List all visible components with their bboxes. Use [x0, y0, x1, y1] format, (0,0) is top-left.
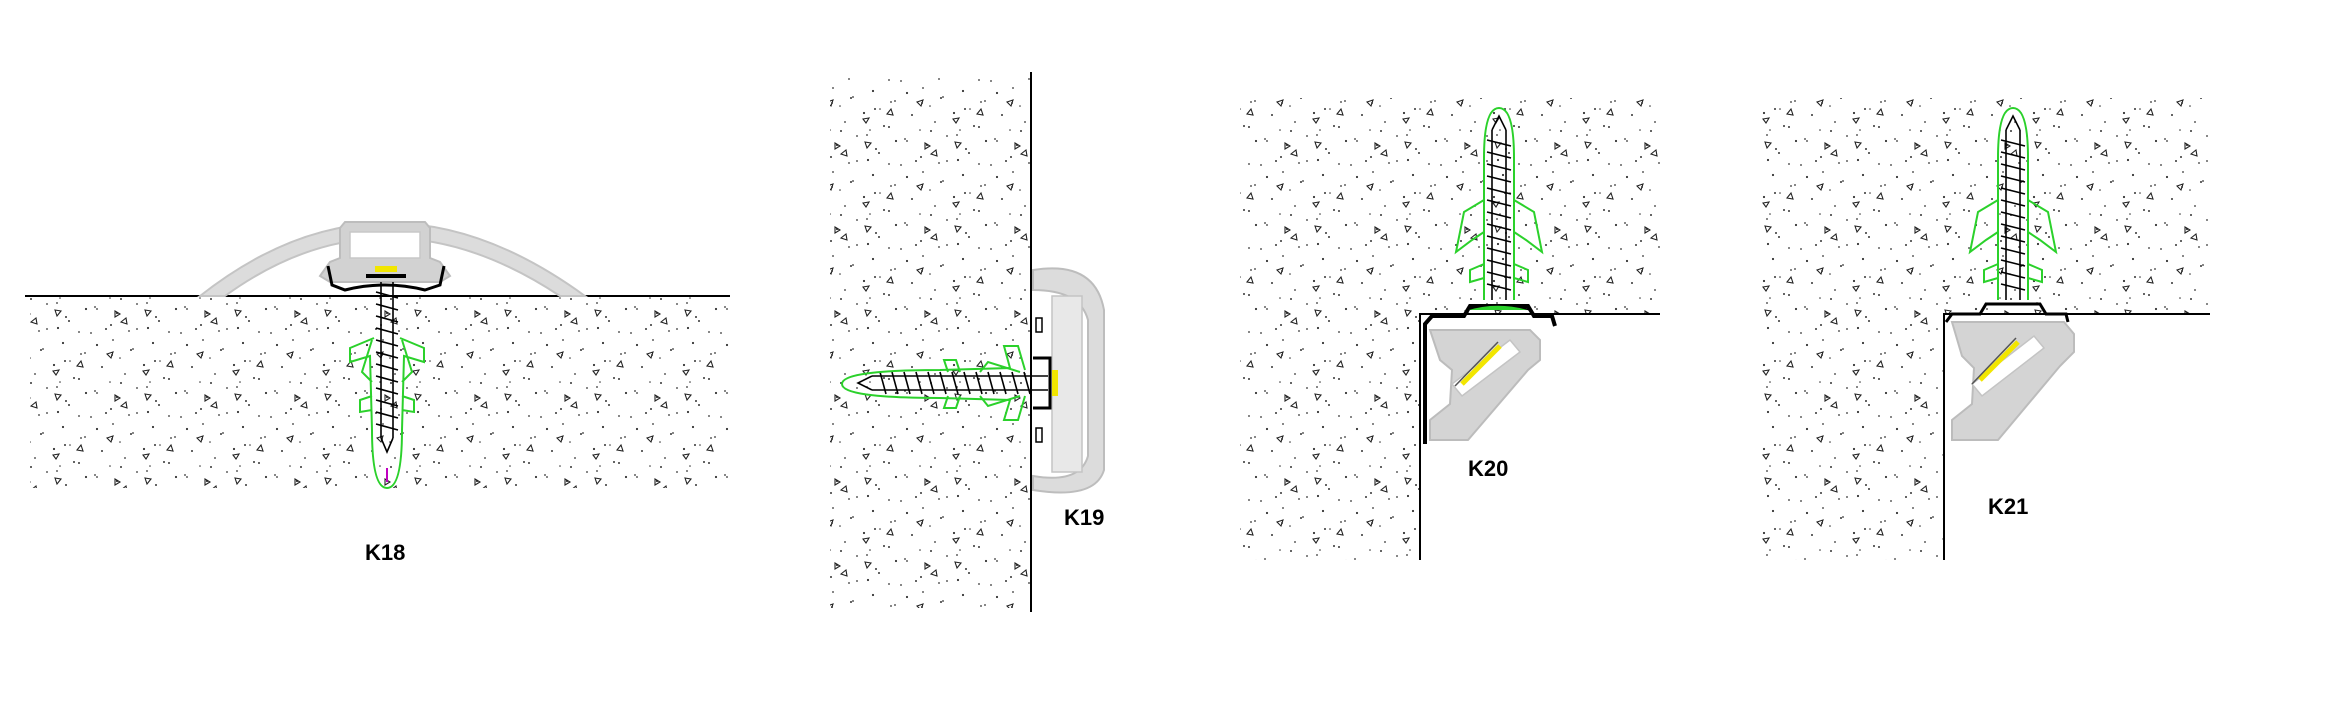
figure-k19: [830, 72, 1105, 612]
k19-mounting-clip: [1033, 356, 1052, 410]
figure-label-k20: K20: [1468, 456, 1509, 481]
figure-label-k21: K21: [1988, 494, 2029, 519]
k21-diagonal-profile: [1950, 321, 2075, 441]
figure-k20: [1240, 98, 1660, 560]
k20-corner-lines: [1419, 313, 1660, 560]
k18-screw: [375, 282, 399, 455]
k18-wall-plug: [349, 337, 425, 490]
k21-wall-plug: [1968, 106, 2058, 300]
k19-wall-plug: [840, 345, 1026, 421]
k21-led-strip: [1978, 340, 2020, 382]
k18-led-strip: [375, 266, 397, 272]
figure-k21: [1760, 98, 2210, 560]
k18-dome-diffuser: [197, 222, 589, 297]
k21-mounting-bracket: [1944, 302, 2070, 323]
k19-screw: [856, 371, 1048, 395]
k18-mounting-clip: [326, 265, 446, 292]
k21-corner-lines: [1943, 313, 2210, 560]
k20-led-strip: [1460, 344, 1502, 386]
k19-led-strip: [1052, 370, 1058, 396]
figure-label-k19: K19: [1064, 505, 1105, 530]
k20-wall-plug: [1454, 106, 1544, 300]
figure-k18: [25, 221, 730, 490]
k20-mounting-bracket: [1423, 304, 1557, 444]
figure-label-k18: K18: [365, 540, 406, 565]
k20-screw: [1486, 114, 1512, 300]
k21-screw: [2000, 114, 2026, 300]
k20-diagonal-profile: [1428, 329, 1541, 441]
